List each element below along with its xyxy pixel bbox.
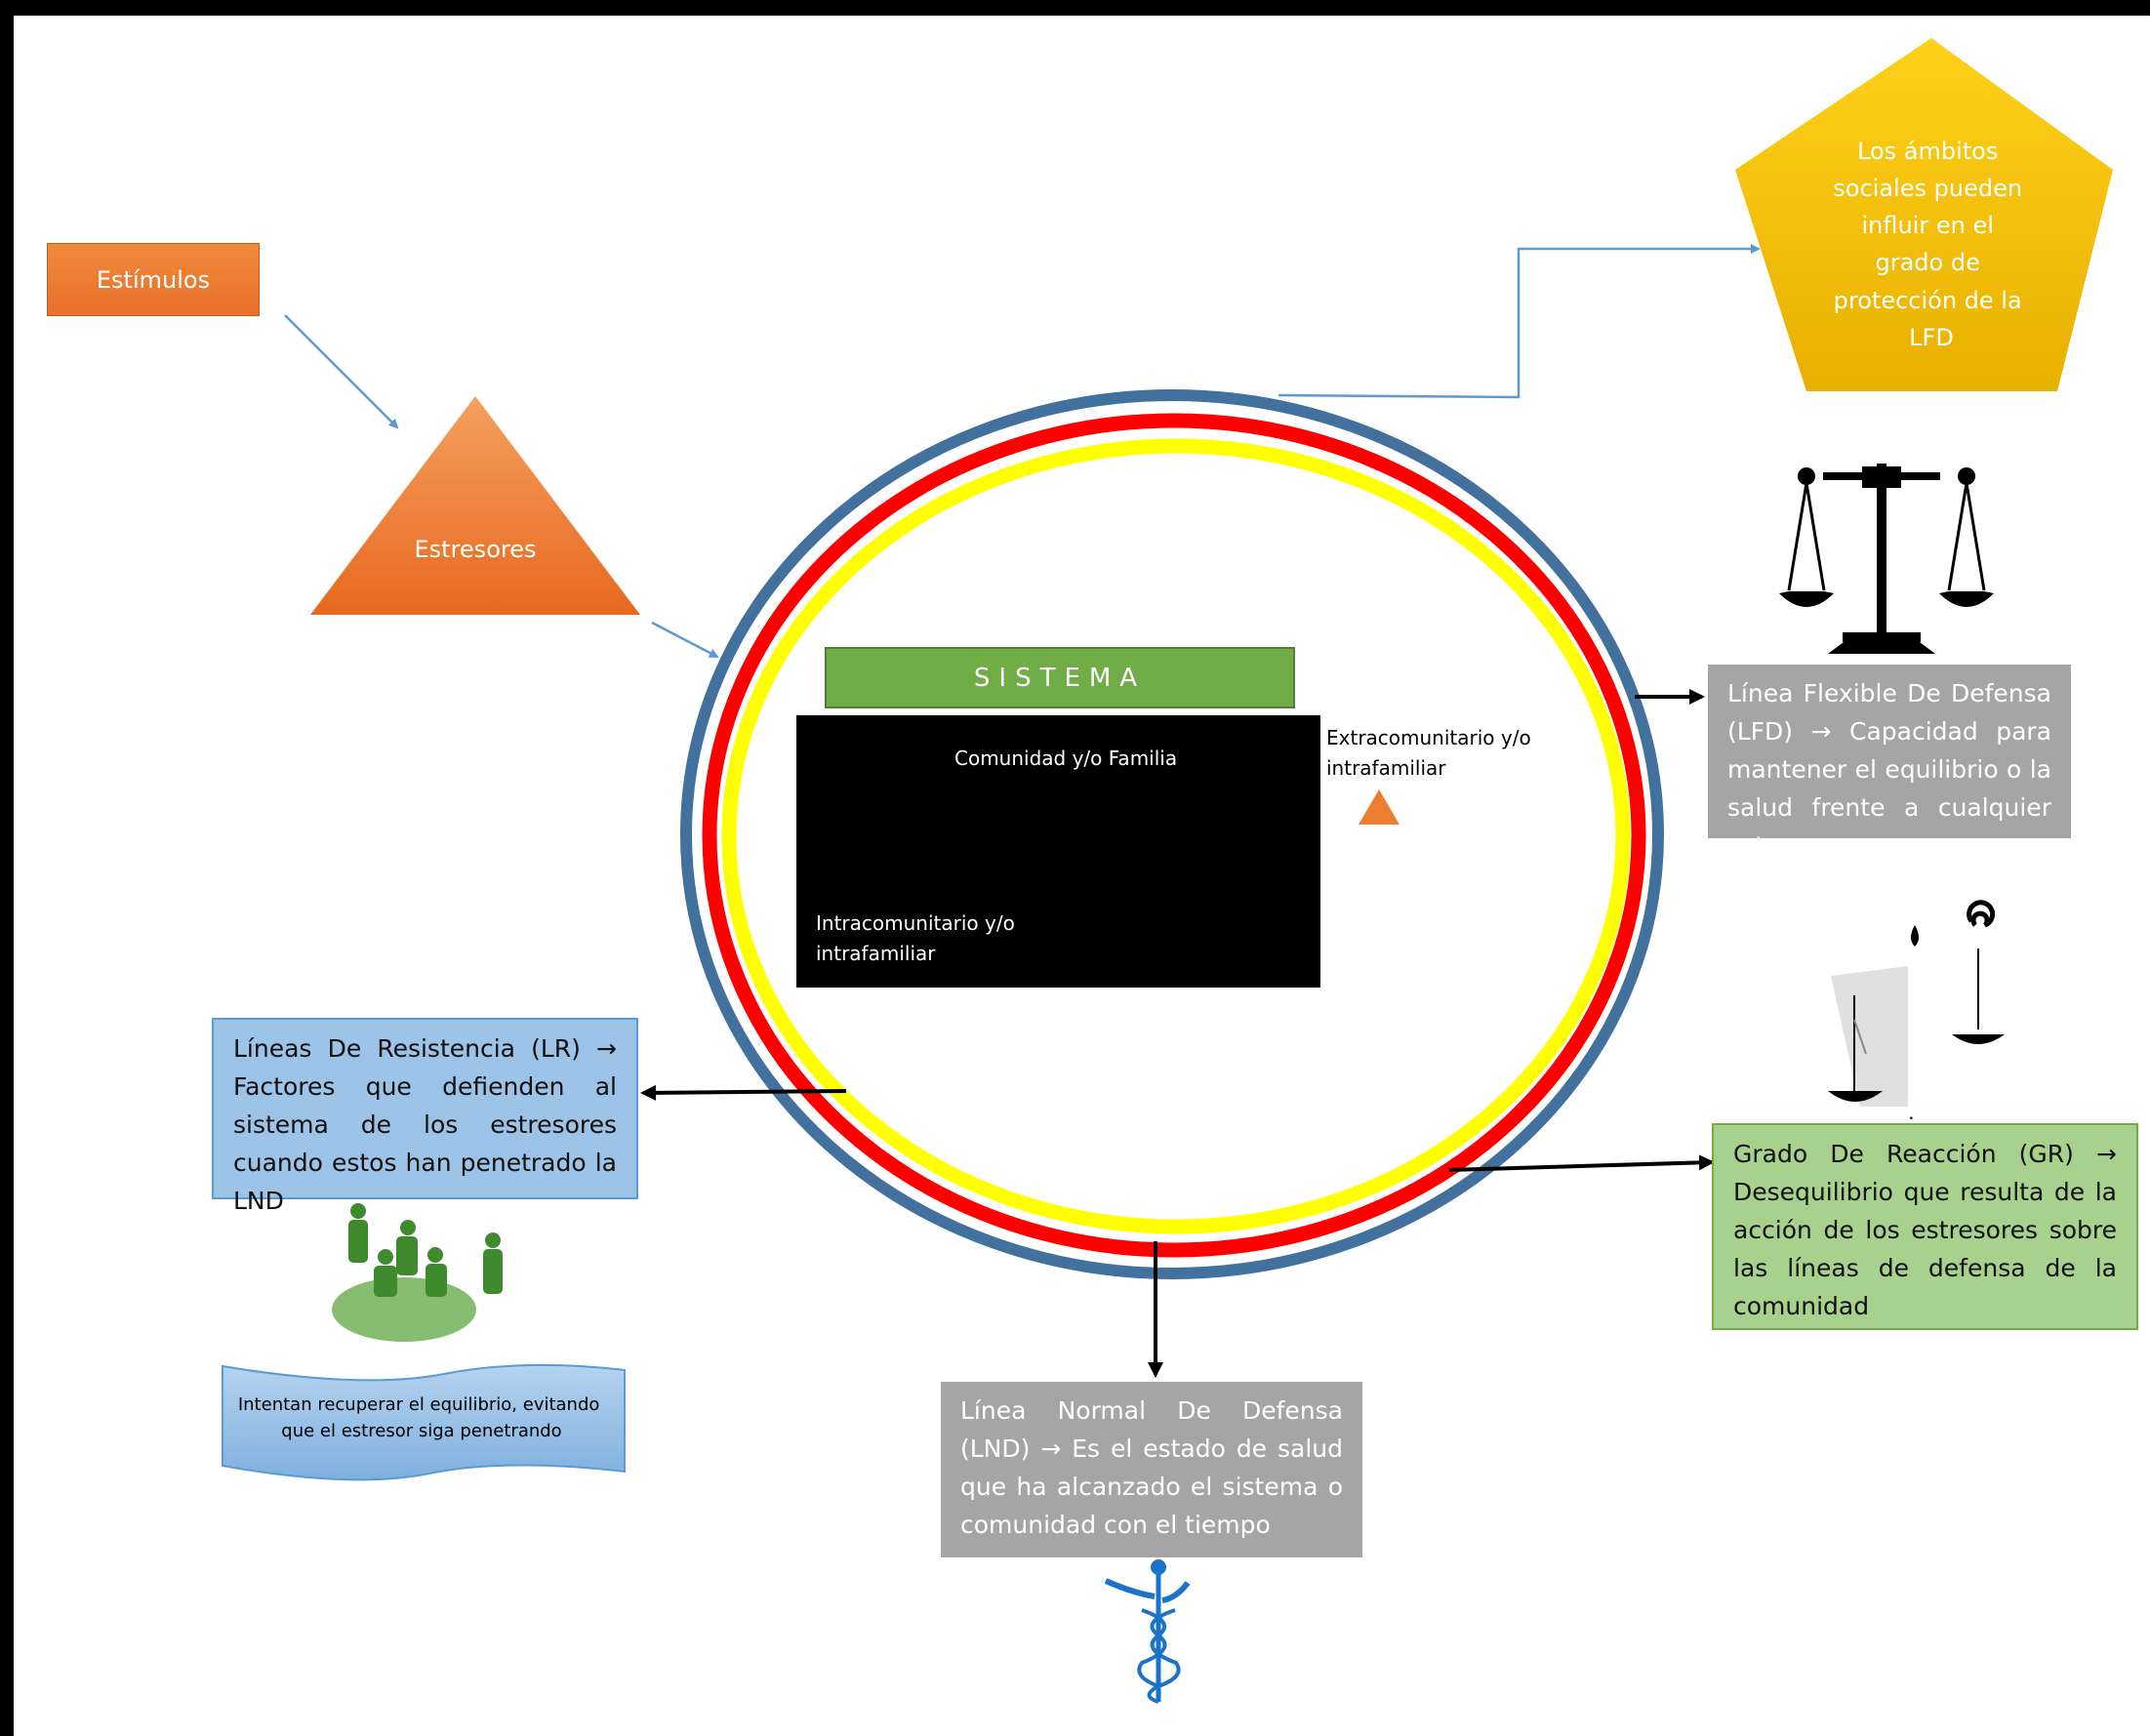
estimulos-box: Estímulos [47,243,260,316]
gr-box: Grado De Reacción (GR) → Desequilibrio q… [1712,1123,2138,1330]
lr-box: Líneas De Resistencia (LR) → Factores qu… [212,1018,638,1215]
sistema-title: SISTEMA [825,647,1295,708]
comunidad-label: Comunidad y/o Familia [954,747,1178,770]
intracomunitario-label: Intracomunitario y/o intrafamiliar [816,911,1015,965]
lnd-box: Línea Normal De Defensa (LND) → Es el es… [941,1382,1362,1557]
sistema-box [796,715,1320,988]
extracomunitario-label: Extracomunitario y/o intrafamiliar [1326,726,1531,780]
lfd-box: Línea Flexible De Defensa (LFD) → Capaci… [1708,665,2071,860]
